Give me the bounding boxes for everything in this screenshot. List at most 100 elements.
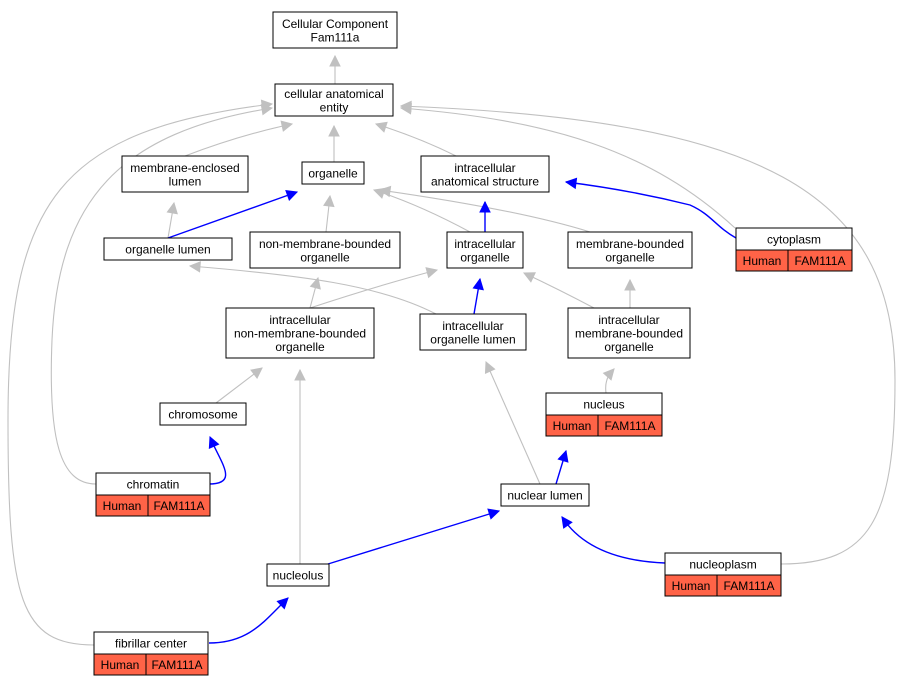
edge-nmbo-to-org	[323, 194, 335, 233]
edge-fib-to-cae	[7, 99, 274, 646]
edge-imbo-to-mbo	[624, 278, 636, 308]
edge-mel-to-cae	[184, 120, 294, 157]
edge-chromatin-to-chrom	[208, 435, 227, 485]
edge-org-to-cae	[328, 124, 340, 162]
gene-label: FAM111A	[152, 658, 203, 672]
gene-cell	[147, 494, 211, 517]
arrowhead-icon	[399, 100, 412, 113]
node-nl[interactable]: nuclear lumen	[500, 483, 590, 507]
node-chrom[interactable]: chromosome	[159, 402, 247, 426]
edge-iol-to-io	[472, 277, 484, 315]
node-label: organelle lumen	[125, 243, 210, 257]
arrowhead-icon	[328, 124, 340, 137]
node-box	[249, 231, 401, 269]
node-box	[567, 231, 693, 269]
node-label: Cellular Component	[282, 17, 389, 31]
gene-cell	[145, 653, 209, 676]
node-label: membrane-enclosed	[130, 161, 239, 175]
node-label: organelle lumen	[430, 332, 515, 346]
species-label: Human	[101, 658, 140, 672]
node-label: lumen	[169, 174, 202, 188]
edge-ias-to-cae	[374, 121, 457, 157]
node-box	[274, 83, 394, 117]
edge-cyto-to-ias	[564, 177, 737, 239]
arrowhead-icon	[208, 435, 220, 449]
node-org[interactable]: organelle	[301, 161, 365, 185]
edge-line	[184, 123, 293, 157]
node-label: membrane-bounded	[575, 327, 683, 341]
arrowhead-icon	[280, 120, 294, 132]
arrowhead-icon	[188, 261, 201, 273]
edge-line	[379, 189, 591, 233]
arrowhead-icon	[250, 367, 263, 379]
edge-line	[50, 107, 273, 485]
node-label: intracellular	[442, 319, 503, 333]
node-orglum[interactable]: organelle lumen	[103, 237, 233, 261]
node-label: membrane-bounded	[576, 237, 684, 251]
node-box	[121, 155, 249, 193]
arrowhead-icon	[479, 200, 491, 213]
node-label: non-membrane-bounded	[259, 237, 391, 251]
node-box	[419, 313, 527, 351]
edge-line	[208, 597, 289, 644]
edge-line	[167, 191, 298, 239]
arrowhead-icon	[329, 54, 341, 67]
edge-nucleop-to-cae	[399, 100, 896, 565]
node-label: fibrillar center	[115, 637, 187, 651]
arrowhead-icon	[472, 277, 484, 291]
node-label: intracellular	[454, 237, 515, 251]
arrowhead-icon	[564, 177, 578, 190]
arrowhead-icon	[487, 508, 501, 520]
node-label: Fam111a	[311, 30, 360, 44]
node-label: cytoplasm	[767, 233, 821, 247]
edge-line	[375, 123, 457, 157]
node-inmbo[interactable]: intracellularnon-membrane-boundedorganel…	[225, 307, 375, 359]
gene-label: FAM111A	[724, 579, 775, 593]
node-label: chromatin	[127, 478, 180, 492]
arrowhead-icon	[425, 267, 439, 279]
gene-cell	[716, 574, 782, 597]
gene-label: FAM111A	[154, 499, 205, 513]
node-box	[266, 563, 330, 587]
species-label: Human	[743, 254, 782, 268]
node-box	[159, 402, 247, 426]
node-box	[103, 237, 233, 261]
node-box	[301, 161, 365, 185]
edge-line	[400, 107, 736, 229]
edge-line	[485, 361, 541, 485]
arrowhead-icon	[484, 360, 496, 374]
edge-line	[561, 516, 666, 564]
node-label: nucleoplasm	[689, 558, 756, 572]
node-label: entity	[320, 100, 349, 114]
edge-nucleop-to-nl	[561, 516, 666, 564]
edge-nucleolus-to-inmbo	[294, 368, 306, 564]
node-box	[567, 307, 691, 359]
edge-nucleolus-to-nl	[327, 508, 501, 565]
edge-io-to-ias	[479, 200, 491, 232]
node-label: nucleus	[583, 398, 624, 412]
arrowhead-icon	[166, 201, 178, 215]
species-label: Human	[103, 499, 142, 513]
arrowhead-icon	[561, 516, 573, 529]
node-nucleolus[interactable]: nucleolus	[266, 563, 330, 587]
arrowhead-icon	[522, 272, 536, 283]
node-label: intracellular	[454, 161, 515, 175]
gene-cell	[787, 249, 853, 272]
edge-inmbo-to-io	[309, 267, 439, 309]
